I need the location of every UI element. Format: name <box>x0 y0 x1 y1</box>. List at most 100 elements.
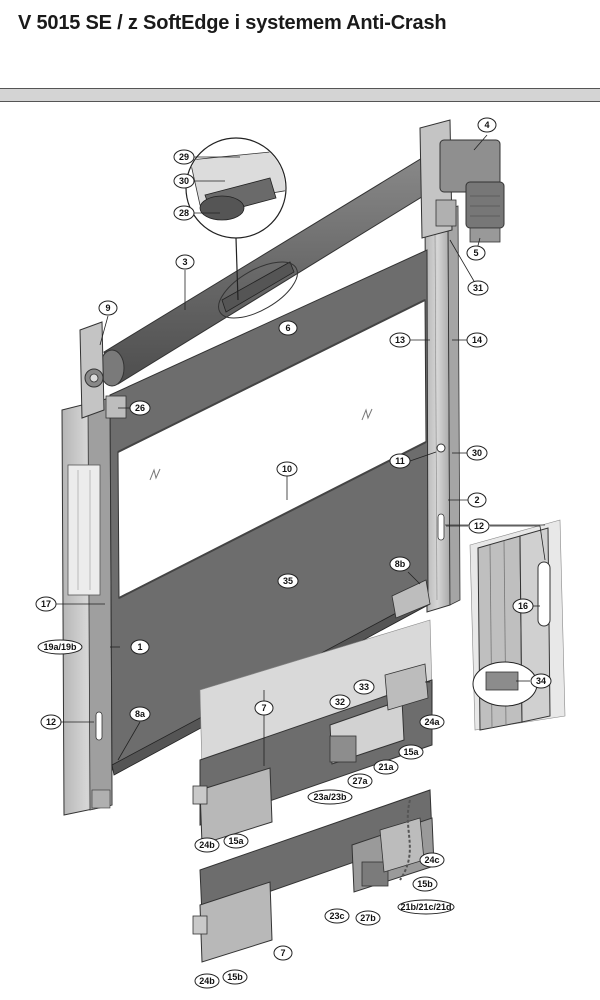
svg-text:29: 29 <box>179 152 189 162</box>
svg-text:11: 11 <box>395 456 405 466</box>
label-6: 6 <box>278 320 298 336</box>
svg-text:24b: 24b <box>199 840 215 850</box>
svg-text:7: 7 <box>280 948 285 958</box>
label-27a: 27a <box>347 773 373 789</box>
svg-text:27a: 27a <box>352 776 368 786</box>
svg-text:35: 35 <box>283 576 293 586</box>
svg-text:6: 6 <box>285 323 290 333</box>
label-30-side: 30 <box>466 445 488 461</box>
label-2: 2 <box>467 492 487 508</box>
label-3: 3 <box>175 254 195 270</box>
left-bracket <box>79 321 127 419</box>
label-26: 26 <box>129 400 151 416</box>
svg-text:21a: 21a <box>378 762 394 772</box>
svg-text:17: 17 <box>41 599 51 609</box>
label-23a-23b: 23a/23b <box>307 789 353 805</box>
label-15b-right: 15b <box>412 876 438 892</box>
label-30-top: 30 <box>173 173 195 189</box>
svg-text:13: 13 <box>395 335 405 345</box>
svg-text:28: 28 <box>179 208 189 218</box>
label-27b: 27b <box>355 910 381 926</box>
svg-text:15b: 15b <box>417 879 433 889</box>
svg-text:8a: 8a <box>135 709 146 719</box>
label-24b-upper: 24b <box>194 837 220 853</box>
label-4: 4 <box>477 117 497 133</box>
svg-text:23a/23b: 23a/23b <box>313 792 347 802</box>
svg-text:8b: 8b <box>395 559 406 569</box>
label-33: 33 <box>353 679 375 695</box>
right-frame-post <box>424 205 461 613</box>
svg-text:2: 2 <box>474 495 479 505</box>
label-8a: 8a <box>129 706 151 722</box>
svg-text:30: 30 <box>472 448 482 458</box>
page-title: V 5015 SE / z SoftEdge i systemem Anti-C… <box>18 12 447 34</box>
label-24c: 24c <box>419 852 445 868</box>
label-17: 17 <box>35 596 57 612</box>
drive-motor <box>419 119 505 243</box>
svg-text:21b/21c/21d: 21b/21c/21d <box>400 902 451 912</box>
svg-text:12: 12 <box>46 717 56 727</box>
label-15a-right: 15a <box>398 744 424 760</box>
label-29: 29 <box>173 149 195 165</box>
svg-text:19a/19b: 19a/19b <box>43 642 77 652</box>
label-32: 32 <box>329 694 351 710</box>
label-14: 14 <box>466 332 488 348</box>
svg-text:4: 4 <box>484 120 489 130</box>
svg-text:26: 26 <box>135 403 145 413</box>
svg-text:24c: 24c <box>424 855 439 865</box>
svg-text:3: 3 <box>182 257 187 267</box>
svg-text:32: 32 <box>335 697 345 707</box>
svg-text:15a: 15a <box>228 836 244 846</box>
label-13: 13 <box>389 332 411 348</box>
svg-text:9: 9 <box>105 303 110 313</box>
svg-text:34: 34 <box>536 676 546 686</box>
svg-text:7: 7 <box>261 703 266 713</box>
label-1: 1 <box>130 639 150 655</box>
label-7-upper: 7 <box>254 700 274 716</box>
svg-text:1: 1 <box>137 642 142 652</box>
svg-text:5: 5 <box>473 248 478 258</box>
svg-text:16: 16 <box>518 601 528 611</box>
label-21a: 21a <box>373 759 399 775</box>
part-labels: 29 30 28 4 5 31 3 6 9 13 14 26 11 30 10 … <box>35 117 552 989</box>
leader-lines <box>55 134 546 766</box>
svg-text:30: 30 <box>179 176 189 186</box>
label-31: 31 <box>467 280 489 296</box>
label-19a-19b: 19a/19b <box>37 639 83 655</box>
svg-text:33: 33 <box>359 682 369 692</box>
label-8b: 8b <box>389 556 411 572</box>
label-35: 35 <box>277 573 299 589</box>
svg-text:10: 10 <box>282 464 292 474</box>
label-10: 10 <box>276 461 298 477</box>
door-curtain <box>109 249 431 776</box>
label-23c: 23c <box>324 908 350 924</box>
svg-text:12: 12 <box>474 521 484 531</box>
svg-text:24a: 24a <box>424 717 440 727</box>
label-9: 9 <box>98 300 118 316</box>
label-15a-left: 15a <box>223 833 249 849</box>
label-16: 16 <box>512 598 534 614</box>
label-21b-21c-21d: 21b/21c/21d <box>397 899 455 915</box>
label-15b-left: 15b <box>222 969 248 985</box>
svg-text:15a: 15a <box>403 747 419 757</box>
detail-post-corner <box>445 519 566 731</box>
svg-text:24b: 24b <box>199 976 215 986</box>
label-12-right: 12 <box>468 518 490 534</box>
detail-bottom-edge-b <box>192 789 435 963</box>
left-frame-post <box>61 397 113 816</box>
label-7-lower: 7 <box>273 945 293 961</box>
svg-text:27b: 27b <box>360 913 376 923</box>
label-24b-lower: 24b <box>194 973 220 989</box>
label-5: 5 <box>466 245 486 261</box>
label-34: 34 <box>530 673 552 689</box>
svg-text:15b: 15b <box>227 972 243 982</box>
svg-text:31: 31 <box>473 283 483 293</box>
label-11: 11 <box>389 453 411 469</box>
svg-text:23c: 23c <box>329 911 344 921</box>
header-divider <box>0 88 600 102</box>
label-12-left: 12 <box>40 714 62 730</box>
label-28: 28 <box>173 205 195 221</box>
label-24a: 24a <box>419 714 445 730</box>
svg-text:14: 14 <box>472 335 482 345</box>
